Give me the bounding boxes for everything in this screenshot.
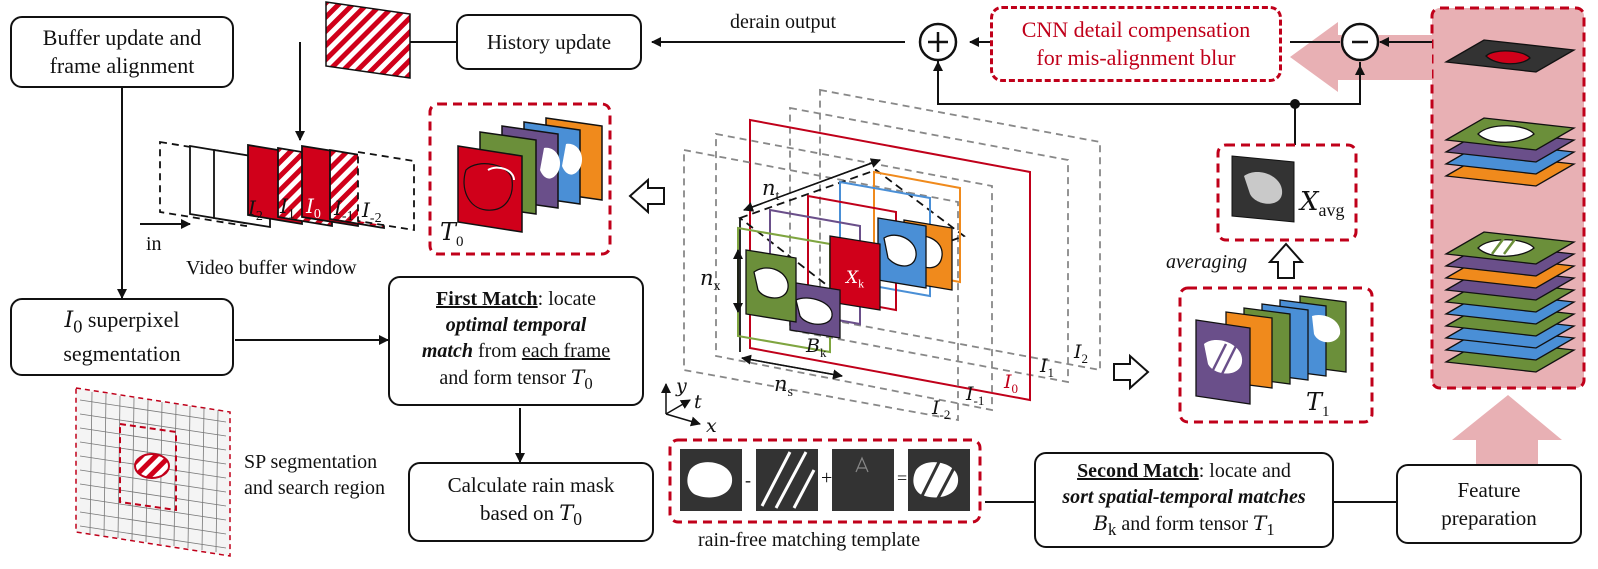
first-match-title: First Match: [436, 287, 538, 310]
history-update-text: History update: [486, 29, 612, 54]
axis-t-label: t: [694, 391, 702, 413]
volume-frame-label: I1: [1040, 355, 1055, 380]
second-match-title: Second Match: [1077, 459, 1199, 482]
axis-x-label: x: [706, 415, 717, 437]
b-k-label: Bk: [806, 335, 827, 360]
superpixel-text: superpixel segmentation: [63, 306, 181, 367]
axis-y-label: y: [676, 375, 687, 397]
buffer-frame-label: I0: [306, 194, 321, 222]
hollow-arrow-right: [1113, 353, 1150, 391]
x-avg-label: Xavg: [1300, 187, 1345, 221]
buffer-frame-label: I-1: [334, 196, 354, 224]
sp-segmentation-label: SP segmentation: [244, 451, 378, 473]
superpixel-box: I0 superpixel segmentation: [10, 298, 234, 376]
volume-patches: [745, 217, 953, 339]
buffer-frame-label: I2: [248, 196, 263, 224]
cnn-compensation-box: CNN detail compensation for mis-alignmen…: [990, 6, 1282, 82]
buffer-frame-label: I-2: [362, 198, 382, 226]
averaging-label: averaging: [1166, 251, 1248, 273]
feature-stack: [1443, 39, 1577, 373]
template-equals: =: [897, 468, 908, 488]
plus-node: [918, 22, 958, 62]
template-patch-3: [832, 449, 894, 511]
hollow-arrow-up: [1267, 242, 1305, 279]
n-t-label: nt: [762, 176, 780, 205]
minus-node: [1340, 22, 1380, 62]
volume-frame-label: I-1: [966, 383, 985, 408]
template-minus: -: [745, 470, 751, 490]
volume-frame-label: I-2: [932, 397, 951, 422]
axes: [661, 383, 701, 427]
buffer-update-text: Buffer update and frame alignment: [42, 25, 202, 78]
superpixel-image: [75, 387, 231, 557]
search-region-label: and search region: [244, 477, 386, 499]
video-buffer-frames: [159, 140, 415, 232]
buffer-update-box: Buffer update and frame alignment: [10, 16, 234, 88]
x-k-label: Xk: [846, 268, 865, 291]
template-plus: +: [821, 467, 833, 489]
second-match-box: Second Match: locate and sort spatial-te…: [1034, 452, 1334, 548]
volume-dimensions: [733, 158, 881, 380]
volume-frame-label: I2: [1074, 341, 1089, 366]
t0-patch-stack: [428, 102, 612, 256]
rain-mask-text: Calculate rain mask: [447, 472, 615, 497]
feature-preparation-text: Feature preparation: [1441, 478, 1537, 530]
derain-output-label: derain output: [730, 11, 837, 33]
t1-label: T1: [1306, 388, 1330, 420]
n-s-label: ns: [774, 372, 793, 401]
feature-preparation-box: Feature preparation: [1396, 464, 1582, 544]
video-buffer-window-label: Video buffer window: [186, 257, 357, 279]
in-label: in: [146, 233, 162, 255]
n-x-label: nx: [700, 266, 721, 295]
first-match-box: First Match: locate optimal temporal mat…: [388, 276, 644, 406]
buffer-frame-label: I1: [280, 194, 295, 222]
hatched-output-frame: [325, 1, 411, 79]
rain-free-template-label: rain-free matching template: [698, 529, 921, 551]
t1-patch-stack: [1178, 286, 1374, 424]
cnn-compensation-text: CNN detail compensation for mis-alignmen…: [1021, 17, 1251, 70]
rain-mask-box: Calculate rain mask based on T0: [408, 462, 654, 542]
volume-frame-label: I0: [1004, 371, 1019, 396]
t0-label: T0: [440, 218, 464, 250]
rain-free-template: [668, 438, 982, 524]
hollow-arrow-left: [628, 177, 665, 215]
history-update-box: History update: [456, 14, 642, 70]
